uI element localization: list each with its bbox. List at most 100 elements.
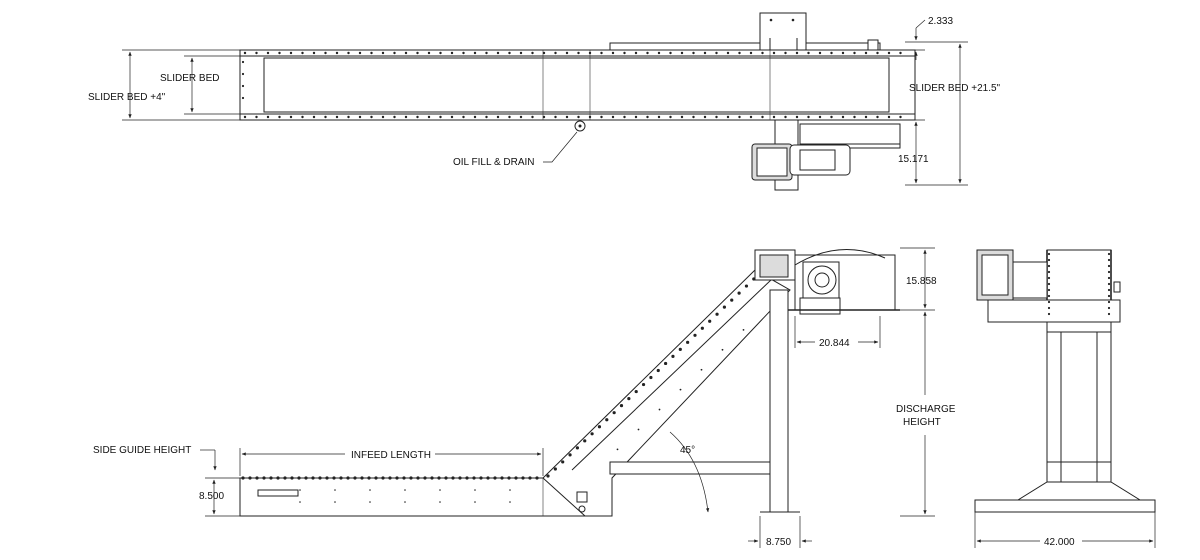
bolt-dot bbox=[509, 489, 511, 491]
bolt-dot bbox=[680, 115, 684, 119]
bolt-dot bbox=[583, 439, 587, 443]
label-slider-bed-plus21: SLIDER BED +21.5" bbox=[909, 83, 1001, 94]
bolt-dot bbox=[535, 476, 539, 480]
bolt-dot bbox=[528, 476, 532, 480]
bolt-dot bbox=[738, 115, 741, 119]
bolt-dot bbox=[611, 115, 615, 119]
bolt-dot bbox=[402, 476, 406, 480]
bolt-dot bbox=[597, 425, 602, 429]
plan-mount-bracket bbox=[759, 12, 807, 51]
bolt-dot bbox=[427, 51, 431, 55]
bolt-dot bbox=[600, 51, 603, 55]
label-discharge: DISCHARGE bbox=[896, 404, 956, 415]
label-height: HEIGHT bbox=[903, 417, 941, 428]
end-chain-bolts bbox=[1047, 252, 1111, 316]
bolt-dot bbox=[887, 51, 891, 55]
bolt-dot bbox=[554, 51, 557, 55]
bolt-dot bbox=[749, 51, 753, 55]
bolt-dot bbox=[485, 115, 488, 119]
bolt-dot bbox=[395, 476, 399, 480]
bolt-dot bbox=[742, 328, 745, 331]
bolt-dot bbox=[472, 476, 476, 480]
bolt-dot bbox=[678, 347, 682, 351]
bolt-dot bbox=[531, 115, 534, 119]
bolt-dot bbox=[451, 476, 455, 480]
bolt-dot bbox=[509, 501, 511, 503]
bolt-dot bbox=[353, 476, 357, 480]
bolt-dot bbox=[519, 51, 523, 55]
dim-leg-width: 8.750 bbox=[766, 537, 791, 548]
bolt-dot bbox=[703, 115, 707, 119]
bolt-dot bbox=[708, 319, 712, 323]
bolt-dot bbox=[266, 115, 270, 119]
bolt-dot bbox=[1047, 270, 1051, 274]
bolt-dot bbox=[423, 476, 427, 480]
bolt-dot bbox=[243, 51, 247, 55]
bolt-dot bbox=[680, 51, 684, 55]
bolt-dot bbox=[553, 467, 557, 471]
bolt-dot bbox=[752, 277, 756, 281]
bolt-dot bbox=[641, 382, 646, 387]
bolt-dot bbox=[605, 418, 609, 422]
bolt-dot bbox=[311, 476, 315, 480]
bolt-dot bbox=[416, 51, 419, 55]
plan-belt-frame bbox=[239, 49, 916, 121]
side-view bbox=[200, 247, 935, 548]
bolt-dot bbox=[807, 115, 810, 119]
bolt-dot bbox=[841, 115, 845, 119]
bolt-dot bbox=[634, 115, 638, 119]
bolt-dot bbox=[290, 476, 294, 480]
bolt-dot bbox=[1107, 300, 1111, 304]
bolt-dot bbox=[318, 476, 322, 480]
bolt-dot bbox=[301, 51, 304, 55]
bolt-dot bbox=[577, 51, 580, 55]
bolt-dot bbox=[521, 476, 525, 480]
bolt-dot bbox=[519, 115, 523, 119]
bolt-dot bbox=[500, 476, 504, 480]
bolt-dot bbox=[623, 51, 626, 55]
bolt-dot bbox=[722, 305, 727, 309]
bolt-dot bbox=[312, 51, 316, 55]
label-side-guide-height: SIDE GUIDE HEIGHT bbox=[93, 445, 191, 456]
dim-drive-length: 20.844 bbox=[819, 338, 850, 349]
bolt-dot bbox=[450, 115, 454, 119]
bolt-dot bbox=[818, 115, 822, 119]
bolt-dot bbox=[657, 51, 661, 55]
bolt-dot bbox=[726, 115, 730, 119]
bolt-dot bbox=[335, 115, 339, 119]
bolt-dot bbox=[715, 115, 718, 119]
end-gearbox bbox=[1012, 261, 1048, 299]
bolt-dot bbox=[715, 312, 719, 316]
bolt-dot bbox=[404, 51, 408, 55]
bolt-dot bbox=[427, 115, 431, 119]
bolt-dot bbox=[1047, 306, 1051, 310]
end-view bbox=[974, 249, 1156, 548]
bolt-dot bbox=[283, 476, 287, 480]
bolt-dot bbox=[830, 115, 833, 119]
bolt-dot bbox=[1047, 264, 1051, 268]
bolt-dot bbox=[703, 51, 707, 55]
bolt-dot bbox=[262, 476, 266, 480]
bolt-dot bbox=[324, 51, 327, 55]
bolt-dot bbox=[876, 115, 879, 119]
label-slider-bed: SLIDER BED bbox=[160, 73, 219, 84]
incline-section bbox=[542, 269, 791, 517]
bolt-dot bbox=[590, 432, 594, 436]
bolt-dot bbox=[479, 476, 483, 480]
bolt-dot bbox=[634, 51, 638, 55]
plan-rail-bolts bbox=[241, 51, 902, 119]
bolt-dot bbox=[304, 476, 308, 480]
bolt-dot bbox=[568, 453, 572, 457]
bolt-dot bbox=[1107, 306, 1111, 310]
bolt-dot bbox=[358, 51, 362, 55]
bolt-dot bbox=[416, 115, 419, 119]
bolt-dot bbox=[577, 115, 580, 119]
bolt-dot bbox=[627, 397, 631, 401]
bolt-dot bbox=[1107, 252, 1111, 256]
end-base-gusset bbox=[1016, 481, 1142, 501]
label-infeed-length: INFEED LENGTH bbox=[351, 450, 431, 461]
bolt-dot bbox=[721, 348, 724, 351]
bolt-dot bbox=[439, 501, 441, 503]
bolt-dot bbox=[339, 476, 343, 480]
bolt-dot bbox=[542, 115, 546, 119]
